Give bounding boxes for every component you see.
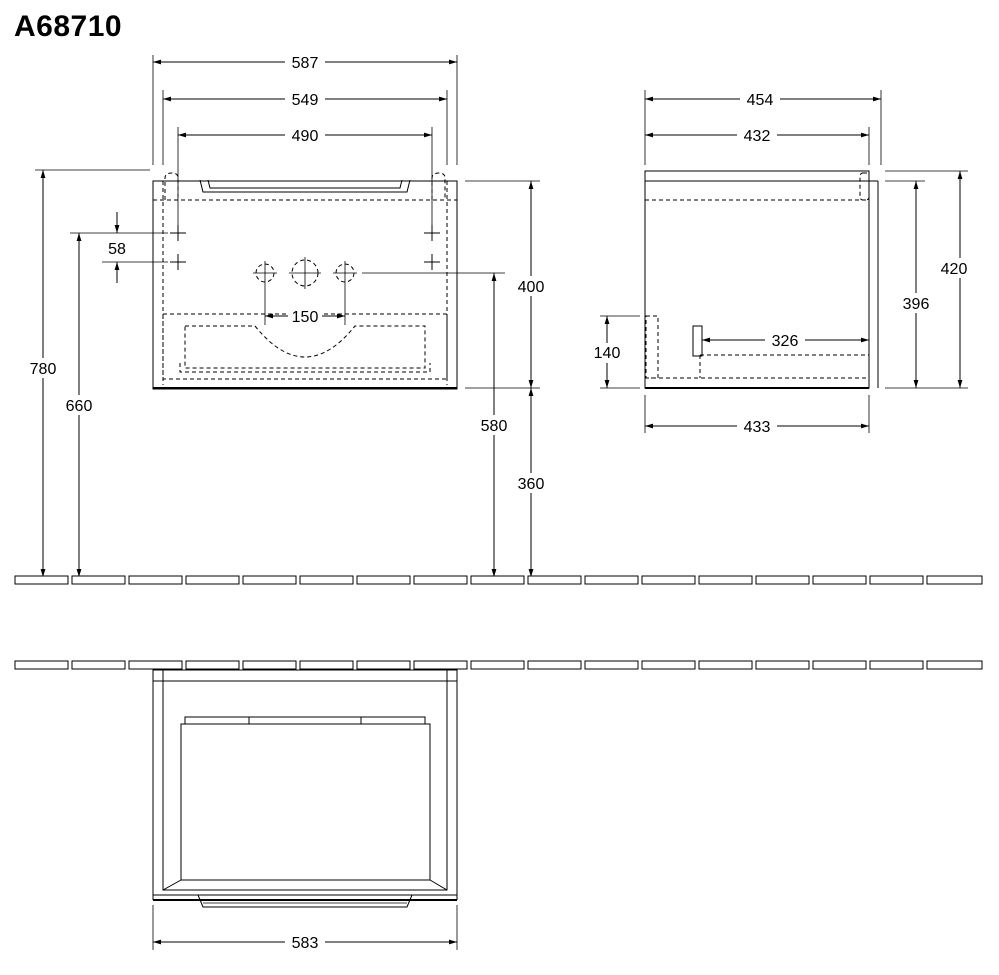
dim-label-396: 396: [903, 296, 930, 313]
hole-marker-right-upper: [424, 225, 440, 241]
hole-marker-left-upper: [170, 225, 186, 241]
dim-label-326: 326: [772, 333, 799, 350]
front-extension-lines: [35, 55, 540, 389]
dim-label-420: 420: [941, 261, 968, 278]
dim-label-433: 433: [744, 419, 771, 436]
tap-hole-center: [289, 257, 321, 289]
floor-line-upper: [14, 575, 983, 585]
dim-label-490: 490: [292, 128, 319, 145]
plan-drawer-box: [180, 723, 431, 881]
front-handle-outer: [199, 179, 411, 193]
dim-label-587: 587: [292, 55, 319, 72]
dim-label-583: 583: [292, 935, 319, 952]
front-handle-inner: [207, 179, 403, 189]
floor-line-lower: [14, 660, 983, 670]
hole-marker-left-lower: [170, 254, 186, 270]
plan-handle: [197, 894, 413, 908]
plan-drawer-back: [184, 716, 426, 725]
front-view: 587 549 490 150 58 780 660 580 400 360: [25, 52, 549, 577]
dim-label-140: 140: [594, 345, 621, 362]
side-corner-piece: [859, 172, 870, 201]
dim-label-780: 780: [30, 361, 57, 378]
dim-label-400: 400: [518, 279, 545, 296]
plan-outer: [152, 669, 458, 896]
front-drawer-cutout: [184, 325, 426, 369]
side-drawer-catch: [692, 325, 703, 357]
dim-label-454: 454: [747, 92, 774, 109]
dim-label-432: 432: [744, 128, 771, 145]
tap-hole-right: [333, 261, 357, 285]
dim-label-150: 150: [292, 309, 319, 326]
side-view: 454 432 420 396 140 326 433: [589, 89, 980, 436]
hole-marker-right-lower: [424, 254, 440, 270]
drawing-title: A68710: [14, 10, 123, 43]
dim-label-58: 58: [108, 241, 126, 258]
dim-label-580: 580: [481, 418, 508, 435]
dim-label-549: 549: [292, 92, 319, 109]
plan-view: 583: [152, 669, 458, 952]
dim-label-660: 660: [66, 398, 93, 415]
front-drawer-bottom: [179, 363, 431, 373]
plan-side-panels: [162, 669, 448, 891]
dim-label-360: 360: [518, 476, 545, 493]
front-corner-left: [164, 172, 179, 200]
front-corner-right: [431, 172, 446, 200]
side-extension-lines: [600, 90, 968, 433]
tap-hole-left: [253, 261, 277, 285]
side-front-panel: [645, 315, 659, 379]
plan-drawer-back-insert: [248, 716, 362, 725]
